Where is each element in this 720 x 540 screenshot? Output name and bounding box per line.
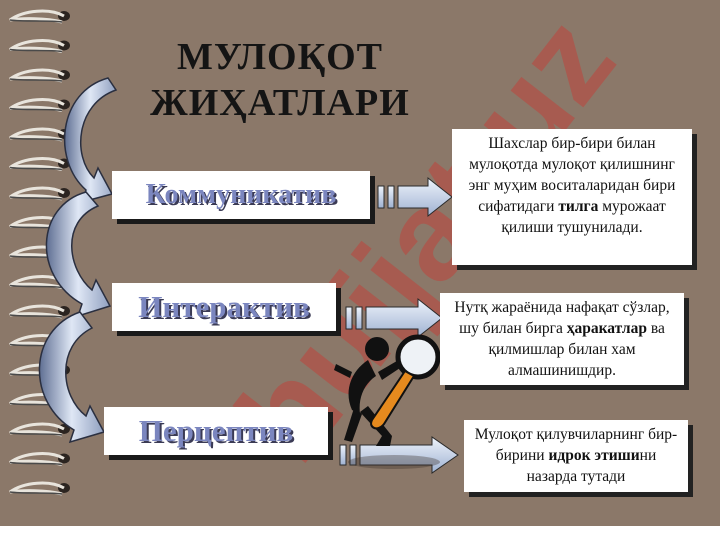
title-line-2: ЖИҲАТЛАРИ (150, 82, 410, 124)
curved-arrow-icon (38, 311, 106, 444)
binding-ring (9, 422, 70, 437)
curved-arrows (38, 77, 118, 444)
aspect-label-communicative: Коммуникатив (112, 171, 370, 219)
description-keyword: ҳаракатлар (566, 320, 647, 337)
binding-ring (9, 186, 70, 201)
slide: hujjat.uz (0, 0, 720, 526)
binding-ring (9, 157, 70, 171)
description-text: Мулоқот қилувчиларнинг бир-бирини (474, 426, 678, 464)
right-arrow-icon (345, 297, 443, 339)
title-line-1: МУЛОҚОТ (176, 36, 384, 78)
binding-ring (9, 481, 70, 496)
description-text: Нутқ жараёнида нафақат сўзлар, шу билан … (454, 299, 670, 337)
spiral-binding-icon (9, 9, 70, 496)
aspect-label-text: Перцептив (138, 413, 294, 448)
binding-ring (9, 68, 70, 83)
right-arrow-icon (377, 176, 453, 218)
description-keyword: идрок этиши (548, 447, 640, 464)
aspect-label-perceptive: Перцептив (104, 407, 328, 455)
curved-arrow-icon (45, 191, 112, 318)
aspect-label-interactive: Интерактив (112, 283, 336, 331)
page-title: МУЛОҚОТ ЖИҲАТЛАРИ (130, 34, 430, 126)
binding-ring (9, 304, 70, 319)
aspect-label-text: Коммуникатив (145, 179, 337, 210)
magnifier-person-icon (334, 334, 441, 469)
description-text: ни назарда тутади (526, 447, 657, 485)
aspect-description-perceptive: Мулоқот қилувчиларнинг бир-бирини идрок … (464, 420, 688, 492)
slide-bottom-margin (0, 526, 720, 540)
aspect-description-communicative: Шахслар бир-бири билан мулоқотда мулоқот… (452, 129, 692, 265)
binding-ring (9, 98, 70, 112)
binding-ring (9, 39, 70, 53)
description-text: мурожаат қилиши тушунилади. (501, 198, 666, 236)
binding-ring (9, 9, 70, 24)
description-keyword: тилга (558, 198, 599, 215)
aspect-label-text: Интерактив (138, 289, 310, 324)
description-text: ва қилмишлар билан хам алмашинишдир. (488, 320, 665, 379)
description-text: Шахслар бир-бири билан мулоқотда мулоқот… (468, 135, 676, 215)
binding-ring (9, 452, 70, 466)
aspect-description-interactive: Нутқ жараёнида нафақат сўзлар, шу билан … (440, 293, 684, 385)
